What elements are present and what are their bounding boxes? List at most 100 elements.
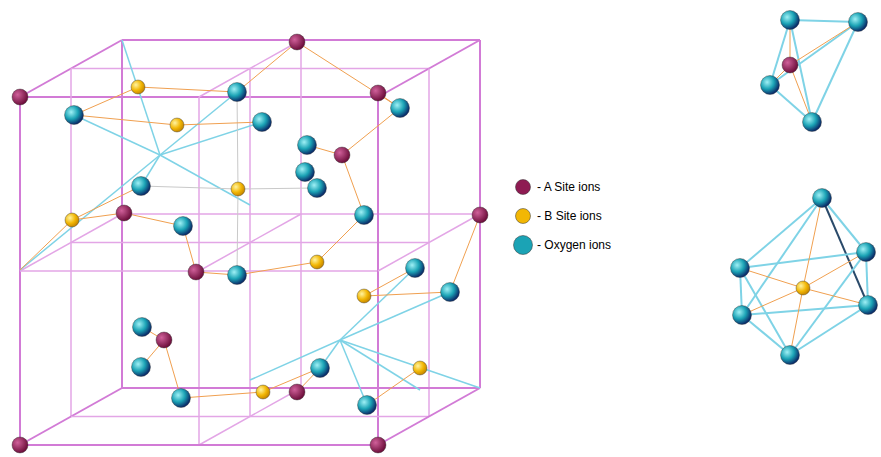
bond-line [803, 198, 822, 288]
oxygen-ion [296, 163, 315, 182]
oxygen-ion [761, 76, 780, 95]
bond-line [237, 189, 238, 275]
oxygen-ion [228, 83, 247, 102]
b-site-ion [131, 80, 145, 94]
bond-line [742, 288, 803, 315]
a-site-ion [782, 57, 798, 73]
bond-line [237, 92, 238, 189]
bond-line [340, 340, 367, 405]
bond-line [20, 155, 160, 270]
oxygen-ion [311, 359, 330, 378]
oxygen-ion [228, 266, 247, 285]
oxygen-ion [172, 389, 191, 408]
a-site-ion [116, 205, 132, 221]
legend-swatch [512, 234, 534, 256]
legend-entry: - A Site ions [512, 176, 600, 198]
bond-line [74, 115, 177, 125]
bond-line [74, 87, 138, 115]
bond-line [74, 115, 160, 155]
oxygen-ion [65, 106, 84, 125]
bond-line [803, 252, 866, 288]
legend-swatch-dot [514, 236, 533, 255]
oxygen-ion [733, 306, 752, 325]
bond-line [340, 340, 480, 388]
b-site-ion [310, 255, 324, 269]
bond-line [181, 392, 263, 398]
octahedron-edge [822, 198, 866, 252]
oxygen-ion [781, 11, 800, 30]
a-site-ion [472, 207, 488, 223]
a-site-ion [289, 384, 305, 400]
bond-line [340, 268, 415, 340]
b-site-ion [256, 385, 270, 399]
bond-line [237, 262, 317, 275]
a-site-ion [156, 332, 172, 348]
oxygen-ion [132, 358, 151, 377]
legend-swatch [512, 205, 534, 227]
bond-line [790, 22, 858, 65]
octahedron-edge [742, 198, 822, 315]
bond-line [297, 42, 400, 108]
bond-line [138, 87, 237, 92]
bond-line [342, 108, 400, 155]
a-site-ion [12, 437, 28, 453]
oxygen-ion [406, 259, 425, 278]
bond-line [364, 292, 450, 296]
bond-line [237, 42, 297, 92]
octahedron-edge [790, 305, 868, 355]
oxygen-ion [133, 318, 152, 337]
bond-lines [20, 40, 480, 405]
bond-line [160, 155, 250, 205]
octahedron-edge [790, 252, 866, 355]
oxygen-ion [253, 113, 272, 132]
a-site-ion [370, 437, 386, 453]
oxygen-ion [781, 346, 800, 365]
cell-edge [378, 388, 480, 445]
cell-edge [378, 214, 480, 271]
oxygen-ion [358, 396, 377, 415]
tetrahedron-edge [770, 20, 790, 85]
b-site-ion [413, 361, 427, 375]
cell-edge [71, 416, 429, 418]
bond-line [340, 340, 420, 390]
oxygen-ion [132, 177, 151, 196]
legend-text: - B Site ions [537, 209, 602, 223]
bond-line [20, 220, 72, 270]
oxygen-ion [803, 113, 822, 132]
oxygen-ion [298, 136, 317, 155]
legend-swatch-dot [516, 209, 531, 224]
legend-entry: - B Site ions [512, 205, 602, 227]
oxygen-ion [308, 179, 327, 198]
oxygen-ion [849, 13, 868, 32]
b-site-ion [796, 281, 810, 295]
bond-line [803, 288, 868, 305]
bond-line [177, 122, 262, 125]
b-site-ion [65, 213, 79, 227]
bond-line [72, 186, 141, 220]
oxygen-ion [857, 243, 876, 262]
legend-swatch [512, 176, 534, 198]
bond-line [250, 340, 340, 380]
bond-line [450, 215, 480, 292]
bond-line [340, 292, 450, 340]
oxygen-ion [859, 296, 878, 315]
bond-line [740, 268, 803, 288]
octahedron-edge [740, 252, 866, 268]
oxygen-ion [441, 283, 460, 302]
ions [12, 34, 488, 453]
b-site-ion [231, 182, 245, 196]
cell-edge [199, 214, 301, 271]
a-site-ion [12, 89, 28, 105]
coordination-polyhedra [731, 11, 878, 365]
b-site-ion [357, 289, 371, 303]
cell-edge [20, 444, 378, 446]
unit-cell-frame [20, 40, 480, 445]
cell-edge [300, 40, 302, 388]
oxygen-ion [813, 189, 832, 208]
bond-line [238, 188, 317, 189]
a-site-ion [334, 147, 350, 163]
b-site-ion [170, 118, 184, 132]
oxygen-ion [174, 217, 193, 236]
a-site-ion [188, 264, 204, 280]
